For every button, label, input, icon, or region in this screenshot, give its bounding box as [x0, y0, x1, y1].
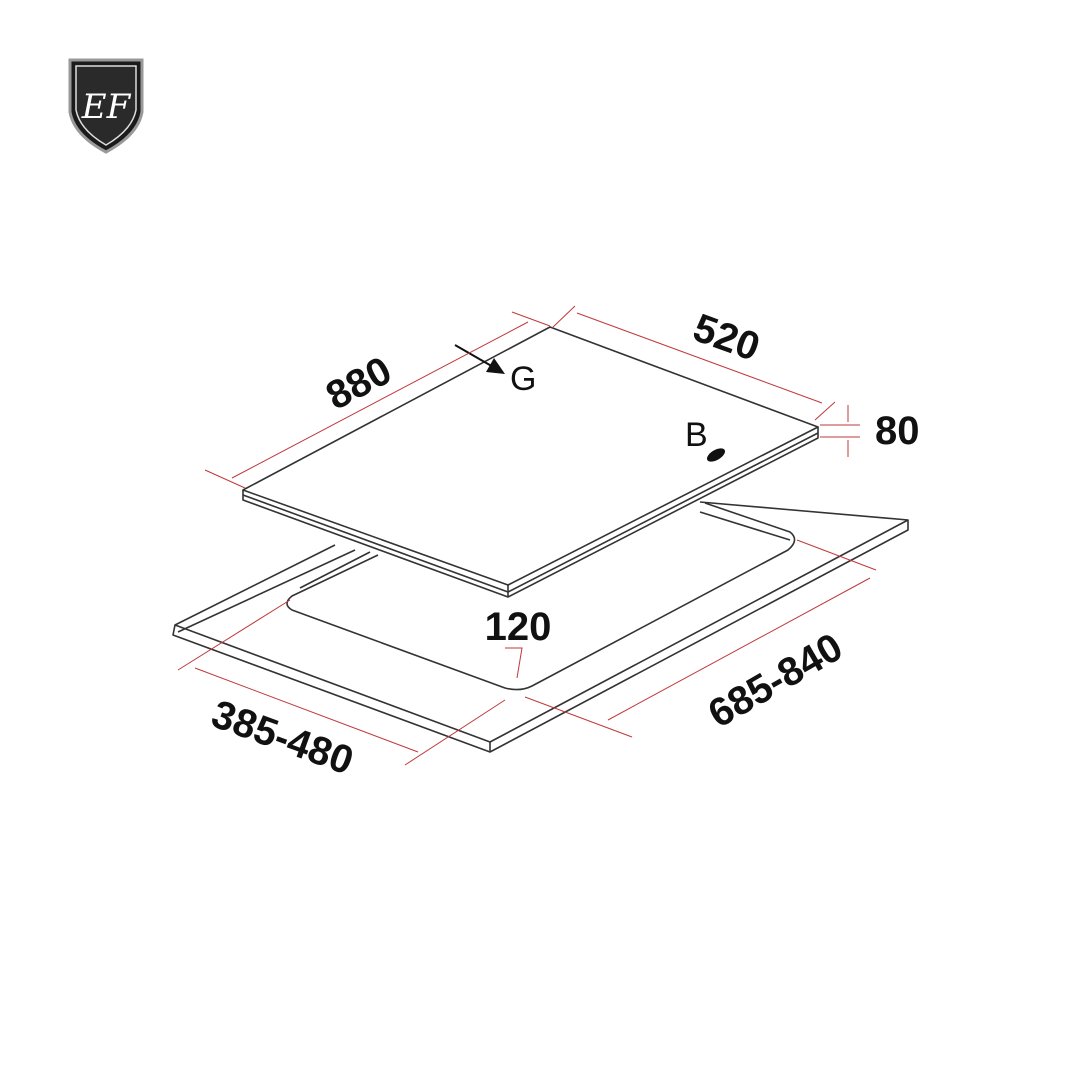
hob-length-label: 880 — [319, 348, 399, 418]
cutout — [286, 502, 796, 691]
cutout-width-label: 385-480 — [206, 692, 359, 784]
shield-logo-icon: EF — [68, 58, 144, 154]
gas-inlet-arrow-icon — [454, 344, 505, 374]
logo-text: EF — [81, 87, 132, 127]
cutout-length-label: 685-840 — [701, 625, 850, 737]
hob-depth-label: 520 — [688, 306, 766, 370]
power-cable-label: B — [685, 416, 708, 454]
hob — [242, 326, 819, 598]
countertop — [172, 501, 909, 753]
power-cable-icon — [706, 448, 726, 462]
gas-inlet-label: G — [510, 360, 536, 398]
dimension-lines — [177, 305, 877, 766]
cutout-offset-label: 120 — [485, 605, 552, 649]
hob-height-label: 80 — [875, 409, 920, 453]
